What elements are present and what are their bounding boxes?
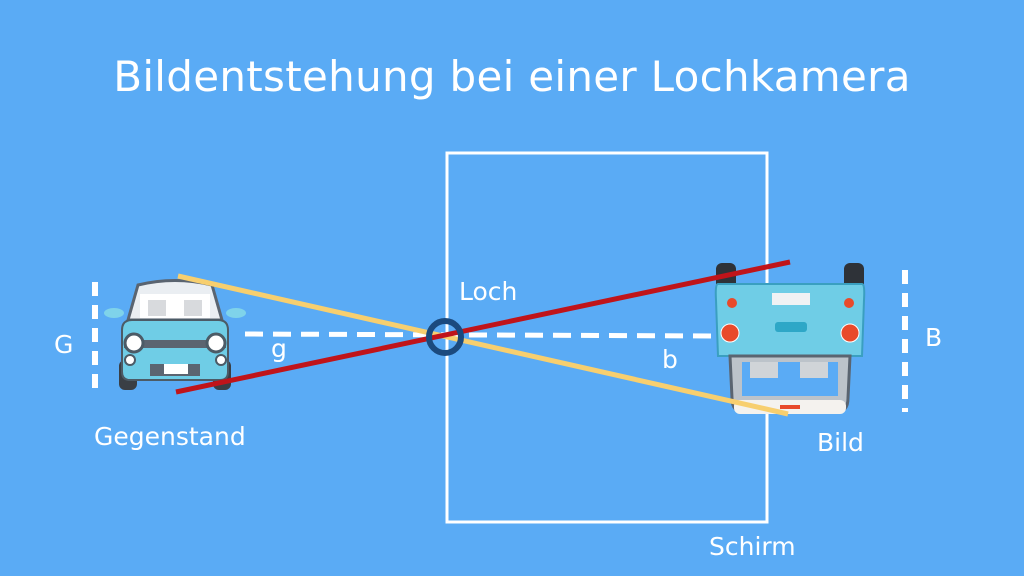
ray-bottom-to-top: [175, 259, 791, 395]
diagram-title: Bildentstehung bei einer Lochkamera: [113, 52, 911, 101]
label-image: Bild: [817, 428, 864, 457]
ray-top-to-bottom: [177, 273, 789, 417]
label-image-height: B: [925, 323, 943, 352]
label-hole: Loch: [459, 277, 518, 306]
label-screen: Schirm: [709, 532, 796, 561]
object-car-icon: [104, 279, 246, 390]
optical-axis: [244, 331, 721, 339]
label-object-height: G: [54, 330, 74, 359]
label-object-distance: g: [271, 334, 287, 363]
label-object: Gegenstand: [94, 422, 246, 451]
pinhole-ring: [426, 318, 464, 356]
image-car-icon: [714, 263, 866, 414]
label-image-distance: b: [662, 345, 678, 374]
